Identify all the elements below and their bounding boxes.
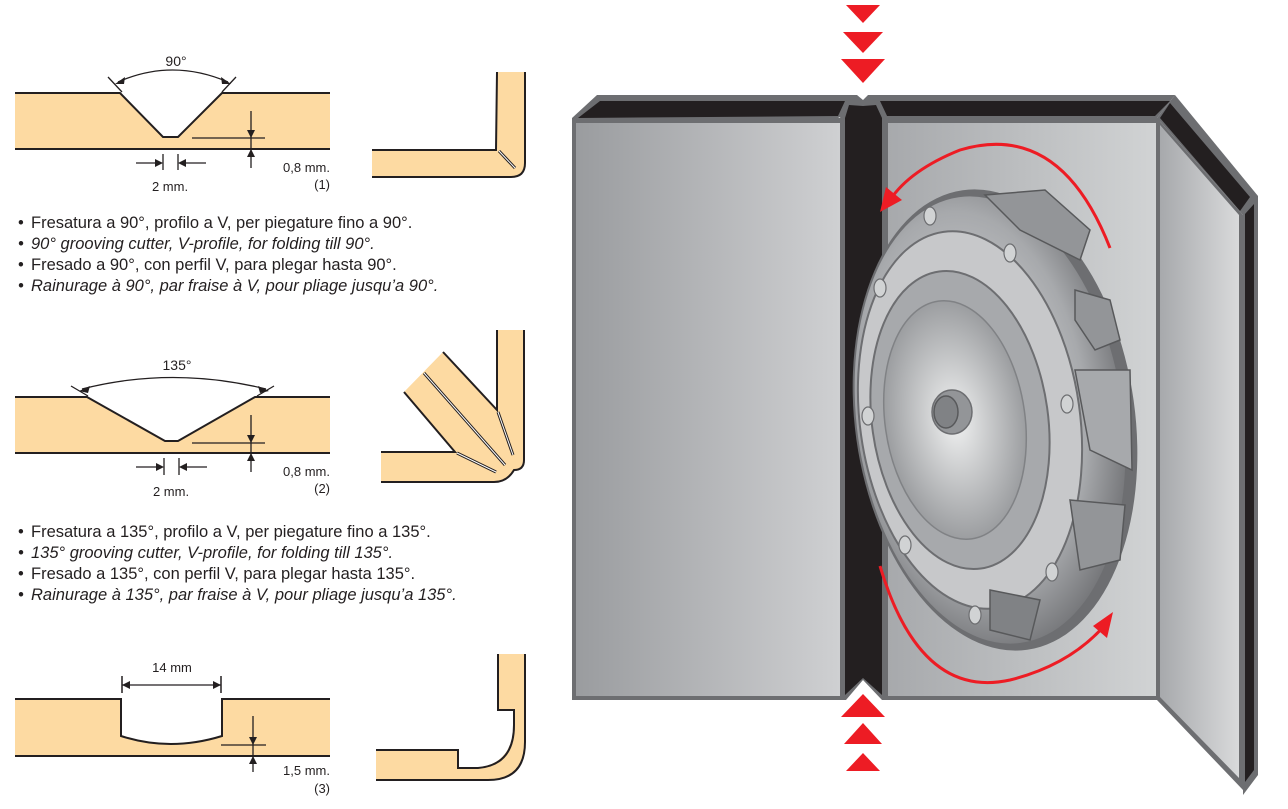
pressure-arrows-bottom [841, 694, 885, 771]
profile-number: (2) [314, 481, 330, 496]
description-it: •Fresatura a 90°, profilo a V, per piega… [18, 214, 413, 232]
angle-label: 90° [165, 53, 186, 69]
profile-number: (1) [314, 177, 330, 192]
width-label: 14 mm [152, 660, 192, 675]
down-triangle-icon [841, 59, 885, 83]
depth-label: 0,8 mm. [283, 464, 330, 479]
panel-section [15, 397, 330, 453]
width-label: 2 mm. [152, 179, 188, 194]
profile-2-descriptions: •Fresatura a 135°, profilo a V, per pieg… [18, 522, 457, 606]
width-label: 2 mm. [153, 484, 189, 499]
description-en: •90° grooving cutter, V-profile, for fol… [18, 235, 375, 253]
profile-2-diagram: 135° 0,8 mm. (2) 2 mm. [15, 357, 330, 499]
profile-number: (3) [314, 781, 330, 796]
description-en: •135° grooving cutter, V-profile, for fo… [18, 544, 394, 562]
grooving-cutter [852, 189, 1138, 651]
depth-label: 0,8 mm. [283, 160, 330, 175]
rotation-arrow-bottom [878, 565, 1107, 685]
depth-label: 1,5 mm. [283, 763, 330, 778]
panel-outline-top [15, 698, 330, 745]
down-triangle-icon [843, 32, 883, 53]
down-triangle-icon [846, 5, 880, 23]
angle-label: 135° [163, 357, 192, 373]
profile-1-diagram: 90° 0,8 mm. (1) 2 mm. [15, 53, 330, 194]
panel-outline-top [15, 396, 330, 442]
arrow-head-icon [880, 187, 902, 212]
profile-3-diagram: 14 mm 1,5 mm. (3) [15, 660, 330, 796]
up-triangle-icon [844, 723, 882, 744]
arrow-head-icon [1093, 612, 1113, 638]
description-es: •Fresado a 90°, con perfil V, para plega… [18, 256, 397, 274]
profile-3-folded [376, 654, 526, 781]
panel-section [15, 699, 330, 756]
panel-section [15, 93, 330, 149]
up-triangle-icon [841, 694, 885, 717]
description-it: •Fresatura a 135°, profilo a V, per pieg… [18, 523, 431, 541]
up-triangle-icon [846, 753, 880, 771]
panel-outline-top [15, 92, 330, 138]
angle-arc [81, 376, 267, 390]
rotation-arrow-top [888, 142, 1112, 249]
pressure-arrows-top [841, 5, 885, 83]
description-fr: •Rainurage à 135°, par fraise à V, pour … [18, 586, 457, 604]
profile-1-folded [372, 71, 526, 178]
description-fr: •Rainurage à 90°, par fraise à V, pour p… [18, 277, 439, 295]
description-es: •Fresado a 135°, con perfil V, para pleg… [18, 565, 416, 583]
profile-1-descriptions: •Fresatura a 90°, profilo a V, per piega… [18, 213, 438, 297]
angle-arc [117, 69, 229, 83]
cutter-illustration [572, 5, 1258, 795]
profile-2-folded [381, 330, 525, 483]
